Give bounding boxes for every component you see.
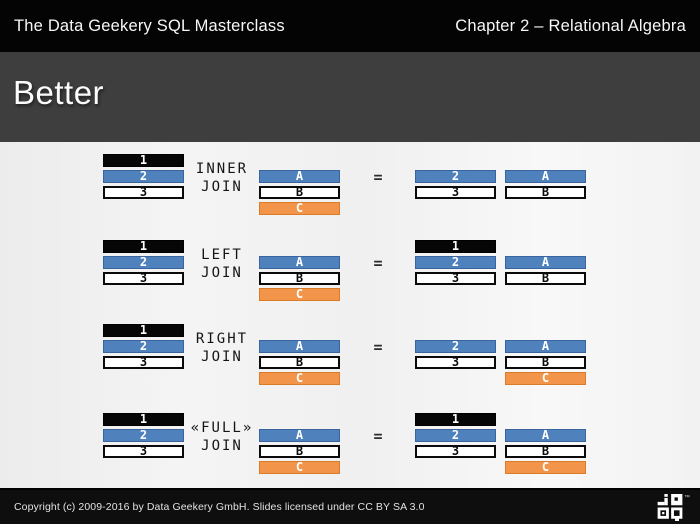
equals-sign: = [373, 427, 383, 445]
left-relation-row: 1 [103, 154, 184, 167]
right-relation-row: C [259, 202, 340, 215]
equals-sign: = [373, 168, 383, 186]
join-type-label: INNER JOIN [178, 160, 266, 196]
result-left-column-row: 1 [415, 240, 496, 253]
result-right-column-row: B [505, 272, 586, 285]
right-relation-row: A [259, 429, 340, 442]
left-relation-row: 3 [103, 186, 184, 199]
result-left-column-row: 2 [415, 340, 496, 353]
equals-sign: = [373, 254, 383, 272]
copyright-text: Copyright (c) 2009-2016 by Data Geekery … [14, 501, 425, 513]
left-relation-row: 3 [103, 272, 184, 285]
left-relation-row: 1 [103, 413, 184, 426]
left-relation-row: 2 [103, 256, 184, 269]
left-relation-row: 2 [103, 429, 184, 442]
result-right-column-row: A [505, 429, 586, 442]
app-header: The Data Geekery SQL Masterclass Chapter… [0, 0, 700, 52]
join-type-label-line: JOIN [201, 265, 243, 281]
right-relation-row: C [259, 372, 340, 385]
join-type-label-line: LEFT [201, 247, 243, 263]
result-right-column-row: C [505, 461, 586, 474]
join-type-label-line: RIGHT [195, 331, 249, 347]
result-left-column-row: 2 [415, 429, 496, 442]
result-left-column-row: 3 [415, 272, 496, 285]
result-right-column-row: B [505, 356, 586, 369]
trademark-symbol: ™ [684, 494, 690, 501]
left-relation-row: 3 [103, 356, 184, 369]
right-relation-row: C [259, 288, 340, 301]
right-relation-row: A [259, 256, 340, 269]
right-relation-row: B [259, 445, 340, 458]
right-relation-row: C [259, 461, 340, 474]
join-type-label: «FULL» JOIN [178, 419, 266, 455]
right-relation-row: A [259, 170, 340, 183]
result-left-column-row: 2 [415, 170, 496, 183]
result-left-column-row: 2 [415, 256, 496, 269]
chapter-title: Chapter 2 – Relational Algebra [455, 16, 686, 35]
left-relation-row: 1 [103, 324, 184, 337]
result-right-column-row: A [505, 256, 586, 269]
join-type-label: LEFT JOIN [178, 246, 266, 282]
slide-title-band: Better [0, 52, 700, 142]
join-type-label-line: «FULL» [190, 420, 254, 436]
result-left-column-row: 3 [415, 445, 496, 458]
join-type-label: RIGHT JOIN [178, 330, 266, 366]
left-relation-row: 1 [103, 240, 184, 253]
left-relation-row: 2 [103, 170, 184, 183]
left-relation-row: 2 [103, 340, 184, 353]
jooq-logo-icon: ™ [657, 493, 690, 521]
slide-title: Better [13, 74, 105, 111]
result-left-column-row: 3 [415, 186, 496, 199]
join-type-label-line: JOIN [201, 179, 243, 195]
result-right-column-row: B [505, 445, 586, 458]
result-right-column-row: B [505, 186, 586, 199]
join-type-label-line: JOIN [201, 349, 243, 365]
right-relation-row: B [259, 356, 340, 369]
right-relation-row: B [259, 186, 340, 199]
join-type-label-line: INNER [195, 161, 249, 177]
right-relation-row: B [259, 272, 340, 285]
result-left-column-row: 1 [415, 413, 496, 426]
equals-sign: = [373, 338, 383, 356]
right-relation-row: A [259, 340, 340, 353]
masterclass-title: The Data Geekery SQL Masterclass [14, 16, 285, 35]
left-relation-row: 3 [103, 445, 184, 458]
slide-footer: Copyright (c) 2009-2016 by Data Geekery … [0, 488, 700, 524]
result-left-column-row: 3 [415, 356, 496, 369]
result-right-column-row: C [505, 372, 586, 385]
result-right-column-row: A [505, 340, 586, 353]
join-type-label-line: JOIN [201, 438, 243, 454]
result-right-column-row: A [505, 170, 586, 183]
